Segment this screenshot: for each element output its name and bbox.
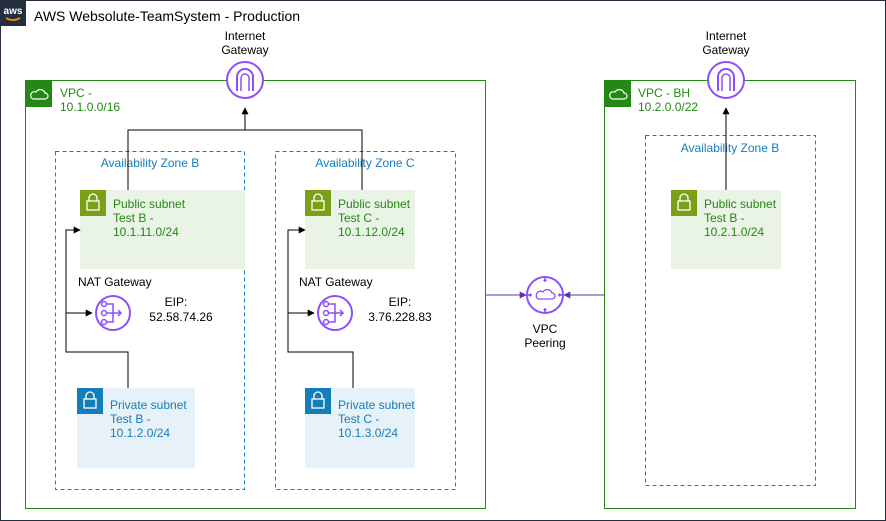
private-subnet-c-cidr: 10.1.3.0/24 bbox=[338, 426, 398, 440]
vpc-peering-line2: Peering bbox=[524, 336, 565, 350]
public-subnet-bh-cidr: 10.2.1.0/24 bbox=[704, 225, 764, 239]
eip-b-label: EIP: bbox=[165, 295, 188, 309]
public-subnet-b-line2: Test B - bbox=[113, 211, 154, 225]
vpc-peering-line1: VPC bbox=[533, 322, 558, 336]
internet-gateway-main: Internet Gateway bbox=[221, 29, 269, 99]
private-subnet-b-cidr: 10.1.2.0/24 bbox=[110, 426, 170, 440]
vpc-bh-title: VPC - BH bbox=[638, 86, 690, 100]
nat-gateway-b-label: NAT Gateway bbox=[78, 275, 152, 289]
internet-gateway-bh: Internet Gateway bbox=[702, 29, 750, 99]
aws-smile-icon bbox=[5, 17, 21, 21]
private-subnet-c-line1: Private subnet bbox=[338, 398, 415, 412]
private-subnet-b-line2: Test B - bbox=[110, 412, 151, 426]
internet-gateway-icon bbox=[226, 61, 264, 99]
igw-bh-line2: Gateway bbox=[702, 43, 749, 57]
eip-c-value: 3.76.228.83 bbox=[368, 310, 432, 324]
cloud-title: AWS Websolute-TeamSystem - Production bbox=[34, 8, 300, 24]
cloud-icon bbox=[30, 89, 49, 100]
aws-logo-text: aws bbox=[4, 6, 23, 17]
vpc-peering: VPC Peering bbox=[524, 276, 566, 350]
vpc-main-title: VPC - bbox=[60, 86, 92, 100]
az-c-title: Availability Zone C bbox=[315, 156, 414, 170]
nat-gateway-b: NAT Gateway EIP: 52.58.74.26 bbox=[78, 275, 213, 331]
availability-zone-b: Availability Zone B bbox=[55, 151, 245, 490]
connectors-main bbox=[65, 107, 363, 388]
igw-main-line1: Internet bbox=[225, 29, 266, 43]
private-subnet-b: Private subnet Test B - 10.1.2.0/24 bbox=[77, 388, 195, 468]
public-subnet-bh: Public subnet Test B - 10.2.1.0/24 bbox=[671, 190, 781, 269]
availability-zone-bh-b: Availability Zone B bbox=[645, 135, 816, 486]
availability-zone-c: Availability Zone C bbox=[275, 151, 456, 490]
public-subnet-c-cidr: 10.1.12.0/24 bbox=[338, 225, 405, 239]
nat-gateway-icon bbox=[317, 295, 353, 331]
public-subnet-c-line2: Test C - bbox=[338, 211, 379, 225]
nat-gateway-c: NAT Gateway EIP: 3.76.228.83 bbox=[299, 275, 432, 331]
vpc-peering-icon bbox=[526, 276, 564, 314]
nat-gateway-c-label: NAT Gateway bbox=[299, 275, 373, 289]
public-subnet-b-cidr: 10.1.11.0/24 bbox=[113, 225, 179, 239]
private-subnet-b-line1: Private subnet bbox=[110, 398, 187, 412]
cloud-icon bbox=[609, 89, 628, 100]
public-subnet-b-line1: Public subnet bbox=[113, 197, 186, 211]
private-subnet-c-line2: Test C - bbox=[338, 412, 379, 426]
private-subnet-c: Private subnet Test C - 10.1.3.0/24 bbox=[305, 388, 415, 468]
public-subnet-c: Public subnet Test C - 10.1.12.0/24 bbox=[305, 190, 415, 269]
az-b-title: Availability Zone B bbox=[101, 156, 200, 170]
public-subnet-bh-line2: Test B - bbox=[704, 211, 745, 225]
public-subnet-bh-line1: Public subnet bbox=[704, 197, 777, 211]
igw-bh-line1: Internet bbox=[706, 29, 747, 43]
eip-c-label: EIP: bbox=[389, 295, 412, 309]
vpc-bh-cidr: 10.2.0.0/22 bbox=[638, 100, 698, 114]
eip-b-value: 52.58.74.26 bbox=[149, 310, 213, 324]
public-subnet-c-line1: Public subnet bbox=[338, 197, 411, 211]
aws-logo bbox=[0, 0, 26, 26]
internet-gateway-icon bbox=[707, 61, 745, 99]
nat-gateway-icon bbox=[95, 295, 131, 331]
public-subnet-b: Public subnet Test B - 10.1.11.0/24 bbox=[80, 190, 245, 269]
vpc-main: VPC - 10.1.0.0/16 bbox=[25, 80, 486, 509]
vpc-main-cidr: 10.1.0.0/16 bbox=[60, 100, 120, 114]
igw-main-line2: Gateway bbox=[221, 43, 268, 57]
az-bh-b-title: Availability Zone B bbox=[681, 141, 780, 155]
